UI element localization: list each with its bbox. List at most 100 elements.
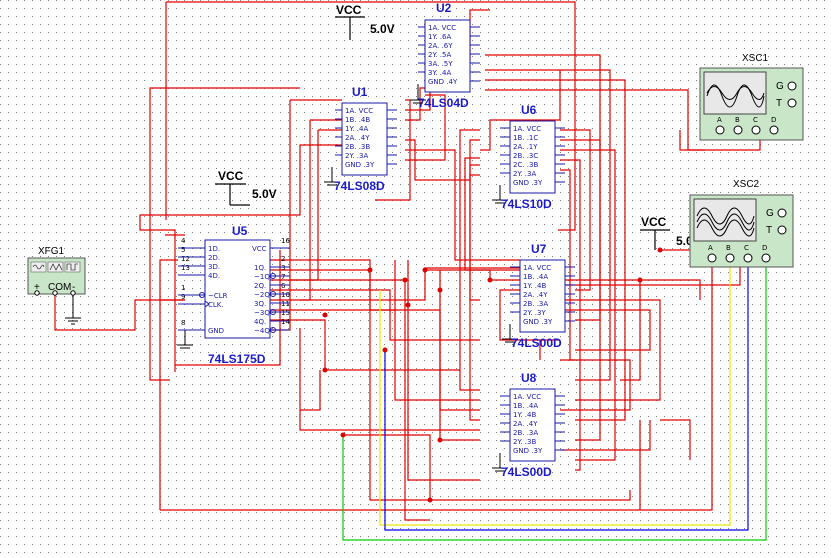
chip-pins: 1A. VCC 1B. .1C 2A. .1Y 2B. .3C 2C. .3B … [513, 125, 543, 187]
vcc-voltage: 5.0V [252, 187, 277, 201]
svg-text:GND .3Y: GND .3Y [345, 161, 375, 169]
svg-text:T: T [766, 225, 772, 236]
svg-text:2A. .1Y: 2A. .1Y [513, 143, 538, 151]
svg-text:VCC: VCC [252, 245, 267, 253]
svg-text:B: B [735, 116, 740, 124]
chip-pins: 1A. VCC 1B. .4A 1Y. .4B 2A. .4Y 2B. .3A … [523, 264, 553, 326]
chip-pins: 1A. VCC 1B. .4B 1Y. .4A 2A. .4Y 2B. .3B … [345, 107, 375, 169]
svg-text:1A. VCC: 1A. VCC [345, 107, 373, 115]
svg-text:6: 6 [281, 282, 286, 290]
svg-text:12: 12 [181, 255, 190, 263]
chip-ref: U5 [232, 224, 248, 238]
svg-text:-: - [72, 282, 75, 293]
oscilloscope-xsc2[interactable]: XSC2 G T A B C D [689, 179, 794, 268]
svg-text:2Y. .3Y: 2Y. .3Y [523, 309, 546, 317]
svg-text:A: A [708, 244, 713, 252]
svg-text:GND .4Y: GND .4Y [428, 78, 458, 86]
vcc-voltage: 5.0V [370, 22, 395, 36]
svg-text:7: 7 [281, 273, 285, 281]
svg-text:2A. .4Y: 2A. .4Y [523, 291, 548, 299]
chip-u2[interactable]: U2 1A. VCC 1Y. .6A 2A. .6Y 2Y. .5A 3A. .… [410, 1, 480, 110]
svg-text:3D.: 3D. [208, 263, 220, 271]
svg-text:4Q.: 4Q. [254, 318, 266, 326]
svg-text:10: 10 [281, 291, 290, 299]
chip-part: 74LS175D [208, 352, 266, 366]
channel-d-wire [342, 260, 767, 541]
chip-ref: U1 [352, 85, 368, 99]
chip-part: 74LS00D [511, 336, 562, 350]
u5-right-pins: VCC 1Q. ~1Q 2Q. ~2Q 3Q. ~3Q 4Q. ~4Q [252, 245, 270, 335]
function-generator-xfg1[interactable]: XFG1 + COM - [27, 246, 86, 325]
svg-text:1B. .4B: 1B. .4B [345, 116, 370, 124]
chip-ref: U6 [521, 103, 537, 117]
svg-text:~2Q: ~2Q [254, 291, 270, 299]
oscilloscope-xsc1[interactable]: XSC1 G T A B C D [699, 53, 804, 141]
svg-text:1Y. .6A: 1Y. .6A [428, 33, 451, 41]
svg-text:3Q.: 3Q. [254, 300, 266, 308]
chip-pins: 1A. VCC 1Y. .6A 2A. .6Y 2Y. .5A 3A. .5Y … [428, 24, 458, 86]
svg-text:3: 3 [281, 264, 285, 272]
svg-text:2D.: 2D. [208, 254, 220, 262]
vcc-label: VCC [336, 3, 362, 17]
svg-text:A: A [717, 116, 722, 124]
svg-text:3A. .5Y: 3A. .5Y [428, 60, 453, 68]
channel-c-wire [384, 260, 749, 531]
vcc-source-2[interactable]: VCC 5.0V [215, 169, 277, 206]
svg-text:1Y. .4B: 1Y. .4B [513, 411, 536, 419]
svg-text:16: 16 [281, 237, 290, 245]
vcc-source-1[interactable]: VCC 5.0V [335, 3, 395, 40]
svg-text:1A. VCC: 1A. VCC [428, 24, 456, 32]
scope-screen [703, 71, 767, 115]
triangle-wave-icon[interactable] [47, 261, 64, 273]
svg-text:G: G [766, 208, 774, 219]
svg-text:2Y. .3B: 2Y. .3B [513, 438, 536, 446]
chip-ref: U7 [531, 242, 547, 256]
chip-pins: 1A. VCC 1B. .4A 1Y. .4B 2A. .4Y 2B. .3A … [513, 393, 543, 455]
chip-ref: U2 [436, 1, 452, 15]
chip-u1[interactable]: U1 1A. VCC 1B. .4B 1Y. .4A 2A. .4Y 2B. .… [324, 85, 397, 193]
svg-text:5: 5 [181, 246, 185, 254]
svg-text:4: 4 [181, 237, 186, 245]
svg-text:1Q.: 1Q. [254, 264, 266, 272]
svg-text:~3Q: ~3Q [254, 309, 270, 317]
svg-text:2A. .6Y: 2A. .6Y [428, 42, 453, 50]
vcc-label: VCC [641, 215, 667, 229]
square-wave-icon[interactable] [64, 261, 81, 273]
chip-u7[interactable]: U7 1A. VCC 1B. .4A 1Y. .4B 2A. .4Y 2B. .… [502, 242, 575, 350]
svg-text:CLK.: CLK. [208, 301, 224, 309]
channel-a-wire [640, 260, 713, 511]
svg-text:1A. VCC: 1A. VCC [523, 264, 551, 272]
chip-ref: U8 [521, 371, 537, 385]
chip-part: 74LS10D [501, 197, 552, 211]
chip-u8[interactable]: U8 1A. VCC 1B. .4A 1Y. .4B 2A. .4Y 2B. .… [492, 371, 565, 479]
u5-left-pins: 1D. 2D. 3D. 4D. ~CLR CLK. GND [208, 245, 228, 335]
chip-u6[interactable]: U6 1A. VCC 1B. .1C 2A. .1Y 2B. .3C 2C. .… [492, 103, 565, 211]
svg-text:D: D [771, 116, 776, 124]
chip-u5[interactable]: U5 1D. 2D. 3D. 4D. ~CLR CLK. GND VCC 1Q.… [177, 224, 290, 366]
svg-text:3Y. .4A: 3Y. .4A [428, 69, 451, 77]
svg-text:T: T [776, 98, 782, 109]
sine-wave-icon[interactable] [30, 261, 47, 273]
svg-text:1: 1 [181, 284, 185, 292]
svg-text:13: 13 [181, 264, 190, 272]
svg-text:C: C [744, 244, 749, 252]
svg-text:4D.: 4D. [208, 272, 220, 280]
junctions [322, 247, 663, 503]
chip-part: 74LS08D [334, 179, 385, 193]
chip-part: 74LS04D [418, 96, 469, 110]
instrument-ref: XFG1 [38, 246, 65, 257]
svg-text:~CLR: ~CLR [208, 292, 228, 300]
svg-text:2Y. .3A: 2Y. .3A [345, 152, 368, 160]
svg-text:D: D [762, 244, 767, 252]
svg-text:~4Q: ~4Q [254, 327, 270, 335]
svg-text:9: 9 [181, 293, 185, 301]
svg-text:GND .3Y: GND .3Y [523, 318, 553, 326]
svg-text:2B. .3B: 2B. .3B [345, 143, 370, 151]
svg-text:2Y. .3A: 2Y. .3A [513, 170, 536, 178]
svg-text:2A. .4Y: 2A. .4Y [345, 134, 370, 142]
svg-text:2Y. .5A: 2Y. .5A [428, 51, 451, 59]
svg-text:GND .3Y: GND .3Y [513, 179, 543, 187]
